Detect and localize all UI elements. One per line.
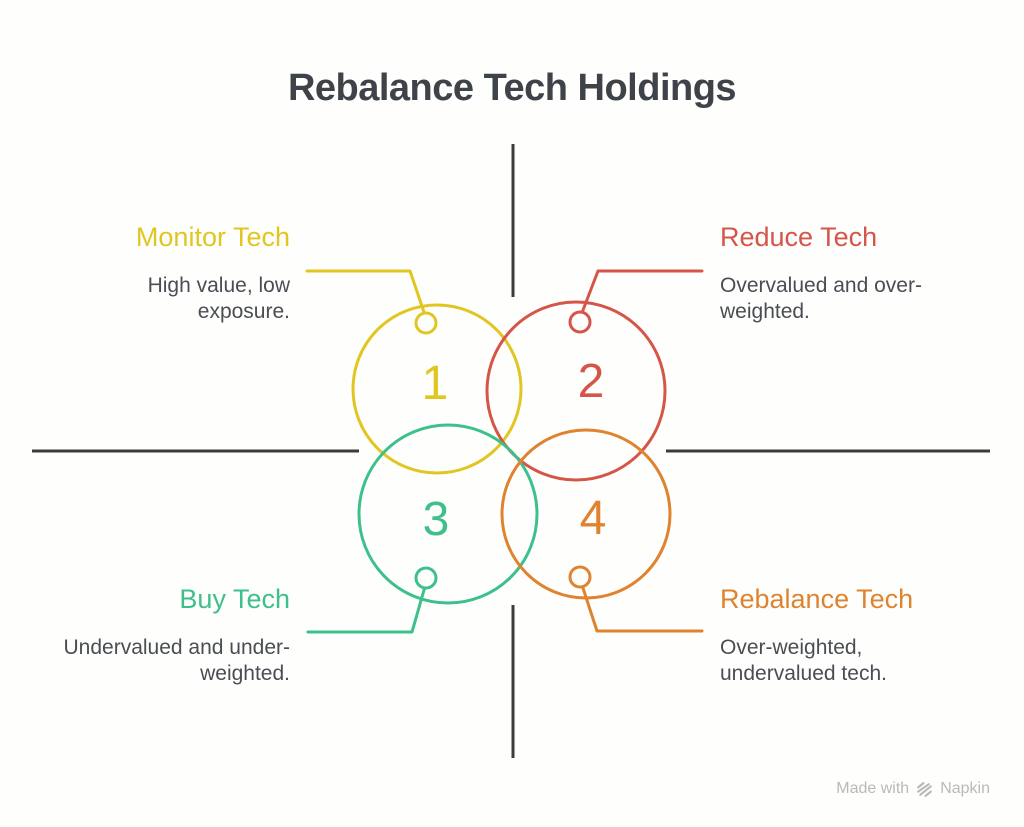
step-4-heading: Rebalance Tech: [720, 584, 914, 614]
step-3-number: 3: [422, 493, 450, 546]
step-1-connector-dot: [414, 311, 438, 335]
step-1-description-line: High value, low: [147, 274, 290, 297]
step-1-description-line: exposure.: [197, 300, 290, 323]
step-1-circle: [351, 303, 523, 475]
step-2-number: 2: [577, 355, 605, 408]
step-3-circle: [357, 423, 539, 605]
step-2-heading: Reduce Tech: [720, 222, 878, 252]
step-4-description: Over-weighted, undervalued tech.: [720, 635, 970, 687]
step-4-label-block: Rebalance Tech Over-weighted, undervalue…: [720, 583, 970, 687]
step-4-connector-line: [579, 580, 704, 633]
step-4-description-line: Over-weighted,: [720, 636, 863, 659]
step-3-connector-dot: [414, 566, 438, 590]
step-1-heading: Monitor Tech: [135, 222, 290, 252]
watermark-brand: Napkin: [940, 780, 990, 797]
step-4-number: 4: [579, 492, 607, 545]
step-4-description-line: undervalued tech.: [720, 662, 887, 685]
step-1-label-block: Monitor Tech High value, low exposure.: [40, 221, 290, 325]
watermark: Made with Napkin: [836, 780, 990, 798]
step-3-label-block: Buy Tech Undervalued and under- weighted…: [30, 583, 291, 687]
page-title: Rebalance Tech Holdings: [287, 67, 737, 109]
step-2-connector-dot: [568, 310, 592, 334]
step-3-connector-line: [306, 581, 428, 634]
step-3-description: Undervalued and under- weighted.: [30, 635, 291, 687]
step-2-label-block: Reduce Tech Overvalued and over- weighte…: [720, 221, 970, 325]
watermark-prefix: Made with: [836, 780, 910, 797]
step-4-connector-dot: [568, 565, 592, 589]
step-2-description: Overvalued and over- weighted.: [720, 273, 970, 325]
step-2-description-line: Overvalued and over-: [720, 274, 922, 297]
step-2-circle: [485, 300, 667, 482]
step-3-description-line: Undervalued and under-: [63, 636, 291, 659]
step-3-description-line: weighted.: [200, 662, 290, 685]
step-2-connector-line: [578, 269, 704, 320]
step-1-connector-line: [305, 269, 428, 320]
step-3-heading: Buy Tech: [179, 584, 290, 614]
step-2-description-line: weighted.: [720, 300, 810, 323]
step-1-number: 1: [421, 357, 449, 410]
napkin-stripes-icon: [917, 781, 933, 797]
step-1-description: High value, low exposure.: [40, 273, 290, 325]
